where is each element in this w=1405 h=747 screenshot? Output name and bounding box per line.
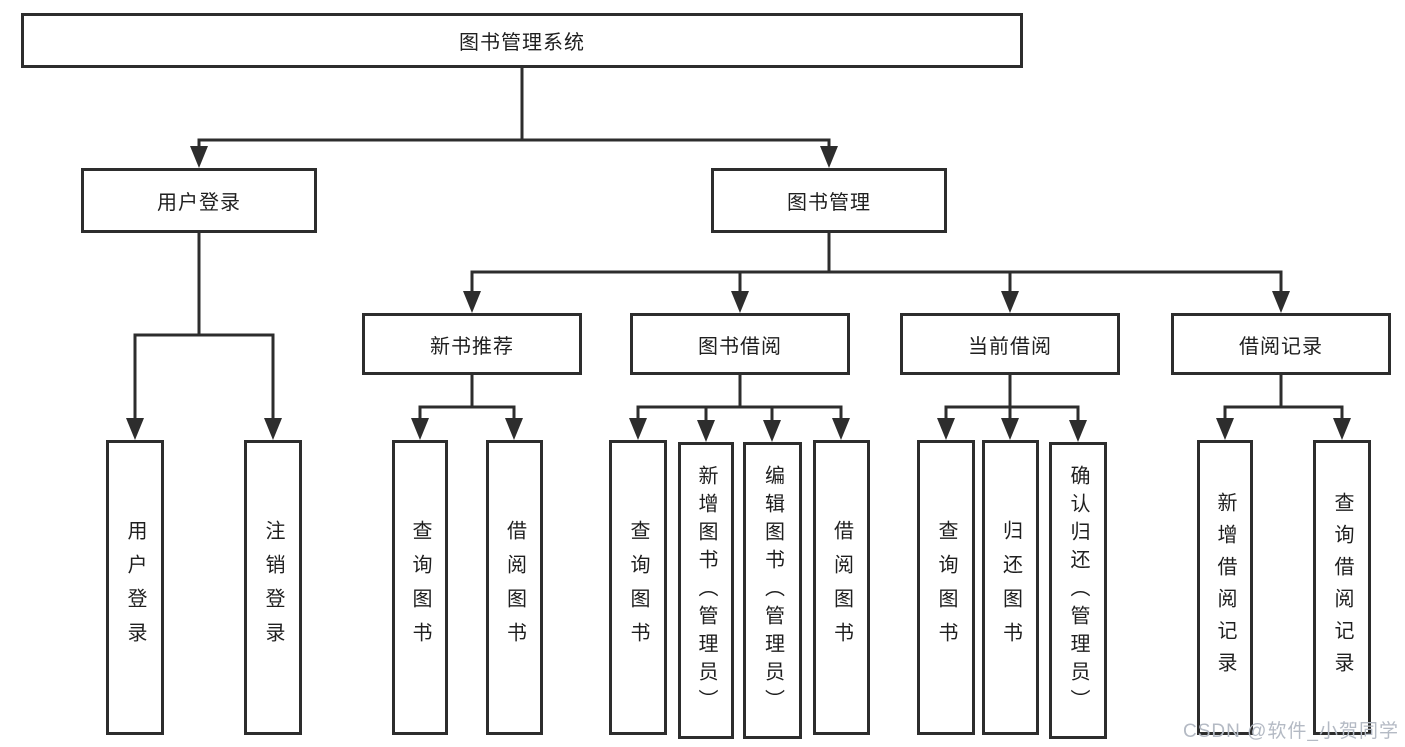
node-label: 图书管理系统 — [459, 32, 585, 54]
node-borrow-records: 借阅记录 — [1171, 313, 1391, 375]
leaf-add-books-admin: 新增图书（管理员） — [678, 442, 734, 739]
arrowhead — [763, 420, 781, 442]
node-label: 归还图书 — [999, 519, 1022, 656]
arrowhead — [1069, 420, 1087, 442]
arrowhead — [505, 418, 523, 440]
leaf-borrow-books-recommend: 借阅图书 — [486, 440, 543, 735]
leaf-borrow-books: 借阅图书 — [813, 440, 870, 735]
node-label: 借阅图书 — [830, 519, 853, 656]
leaf-query-books-recommend: 查询图书 — [392, 440, 448, 735]
arrowhead — [820, 146, 838, 168]
node-label: 用户登录 — [157, 192, 241, 214]
arrowhead — [937, 418, 955, 440]
arrowhead — [697, 420, 715, 442]
node-new-book-recommend: 新书推荐 — [362, 313, 582, 375]
leaf-user-login: 用户登录 — [106, 440, 164, 735]
node-label: 借阅图书 — [503, 519, 526, 656]
node-book-management: 图书管理 — [711, 168, 947, 233]
node-label: 借阅记录 — [1239, 335, 1323, 358]
leaf-return-books: 归还图书 — [982, 440, 1039, 735]
leaf-query-borrow-record: 查询借阅记录 — [1313, 440, 1371, 735]
arrowhead — [832, 418, 850, 440]
node-label: 新增借阅记录 — [1214, 491, 1236, 684]
node-label: 图书借阅 — [698, 335, 782, 358]
leaf-edit-books-admin: 编辑图书（管理员） — [743, 442, 802, 739]
node-library-management-system: 图书管理系统 — [21, 13, 1023, 68]
arrowhead — [1272, 291, 1290, 313]
leaf-logout-login: 注销登录 — [244, 440, 302, 735]
arrowhead — [264, 418, 282, 440]
arrowhead — [1333, 418, 1351, 440]
arrowhead — [1216, 418, 1234, 440]
leaf-query-books-current: 查询图书 — [917, 440, 975, 735]
node-label: 查询图书 — [935, 519, 957, 656]
arrowhead — [126, 418, 144, 440]
node-label: 用户登录 — [124, 519, 146, 656]
node-book-borrow: 图书借阅 — [630, 313, 850, 375]
node-label: 注销登录 — [262, 519, 284, 656]
leaf-add-borrow-record: 新增借阅记录 — [1197, 440, 1253, 735]
node-label: 确认归还（管理员） — [1067, 464, 1089, 717]
node-label: 查询借阅记录 — [1331, 491, 1353, 684]
node-label: 新书推荐 — [430, 335, 514, 358]
node-label: 编辑图书（管理员） — [761, 464, 784, 717]
node-label: 查询图书 — [627, 519, 649, 656]
arrowhead — [411, 418, 429, 440]
node-user-login: 用户登录 — [81, 168, 317, 233]
arrowhead — [190, 146, 208, 168]
arrowhead — [1001, 291, 1019, 313]
leaf-confirm-return-admin: 确认归还（管理员） — [1049, 442, 1107, 739]
node-label: 新增图书（管理员） — [695, 464, 717, 717]
leaf-query-books-borrow: 查询图书 — [609, 440, 667, 735]
node-current-borrow: 当前借阅 — [900, 313, 1120, 375]
csdn-watermark: CSDN @软件_小贺同学 — [1183, 721, 1399, 742]
arrowhead — [463, 291, 481, 313]
node-label: 图书管理 — [787, 192, 871, 214]
node-label: 当前借阅 — [968, 335, 1052, 358]
arrowhead — [629, 418, 647, 440]
arrowhead — [731, 291, 749, 313]
node-label: 查询图书 — [409, 519, 431, 656]
arrowhead — [1001, 418, 1019, 440]
